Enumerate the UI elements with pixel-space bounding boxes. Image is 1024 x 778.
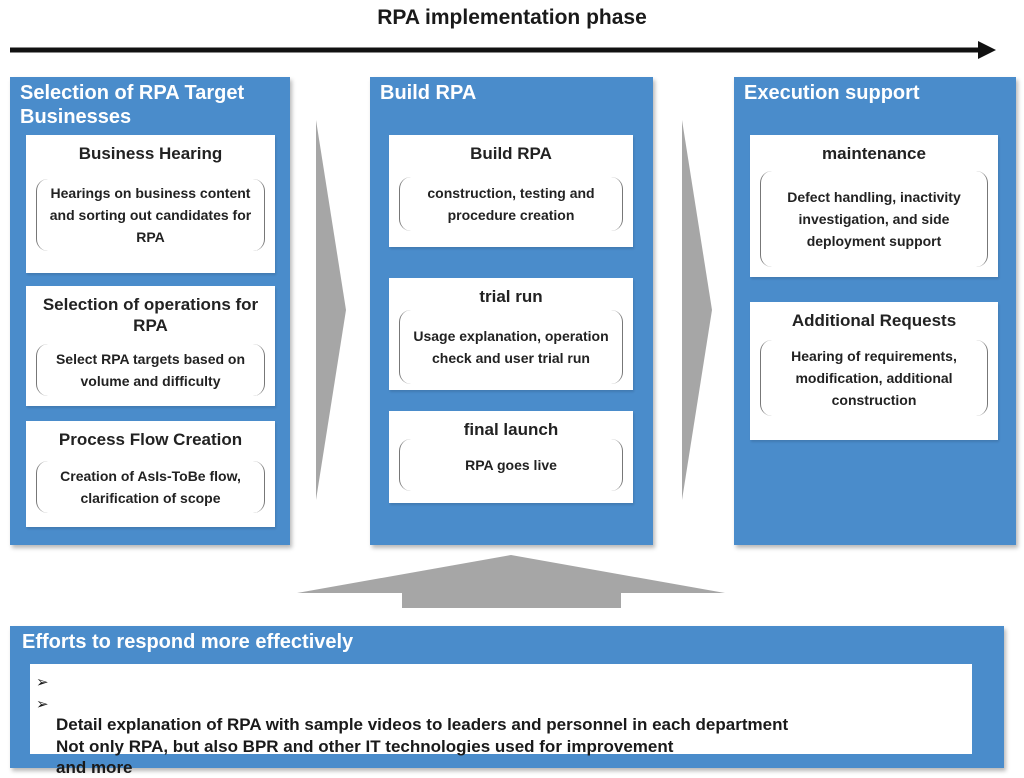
page-title: RPA implementation phase bbox=[377, 6, 647, 29]
phase-panel-selection: Selection of RPA Target Businesses Busin… bbox=[10, 77, 290, 545]
arrow-bullet-icon: ➢ bbox=[36, 696, 49, 713]
efforts-list: ➢ Detail explanation of RPA with sample … bbox=[30, 664, 972, 777]
card-body: construction, testing and procedure crea… bbox=[399, 177, 623, 231]
card-title: maintenance bbox=[822, 144, 926, 163]
card-title: Selection of operations for RPA bbox=[42, 295, 259, 335]
card-title: Additional Requests bbox=[791, 311, 957, 330]
phase-title: Build RPA bbox=[380, 82, 477, 104]
card-body: Hearing of requirements, modification, a… bbox=[760, 340, 988, 416]
card-title: Build RPA bbox=[470, 144, 552, 163]
card-body: Usage explanation, operation check and u… bbox=[399, 310, 623, 384]
card-selection-of-operations: Selection of operations for RPA Select R… bbox=[26, 286, 275, 406]
card-trial-run: trial run Usage explanation, operation c… bbox=[389, 278, 633, 390]
up-arrow bbox=[297, 555, 725, 608]
phase-panel-execution: Execution support maintenance Defect han… bbox=[734, 77, 1016, 545]
card-build-rpa: Build RPA construction, testing and proc… bbox=[389, 135, 633, 247]
phase-arrow-1 bbox=[316, 120, 346, 500]
card-body: Select RPA targets based on volume and d… bbox=[36, 344, 265, 396]
efforts-title: Efforts to respond more effectively bbox=[22, 631, 354, 653]
timeline-arrow bbox=[10, 41, 996, 59]
card-business-hearing: Business Hearing Hearings on business co… bbox=[26, 135, 275, 273]
phase-title: Selection of RPA Target Businesses bbox=[20, 82, 245, 128]
card-process-flow-creation: Process Flow Creation Creation of AsIs-T… bbox=[26, 421, 275, 527]
card-title: Process Flow Creation bbox=[58, 430, 243, 449]
phase-panel-build: Build RPA Build RPA construction, testin… bbox=[370, 77, 653, 545]
phase-title: Execution support bbox=[744, 82, 920, 104]
card-title: trial run bbox=[479, 287, 543, 306]
card-final-launch: final launch RPA goes live bbox=[389, 411, 633, 503]
card-body: RPA goes live bbox=[399, 439, 623, 491]
list-item: ➢ Detail explanation of RPA with sample … bbox=[36, 672, 956, 735]
arrow-bullet-icon: ➢ bbox=[36, 674, 49, 691]
card-body: Hearings on business content and sorting… bbox=[36, 179, 265, 251]
card-title: final launch bbox=[463, 420, 559, 439]
card-maintenance: maintenance Defect handling, inactivity … bbox=[750, 135, 998, 277]
phase-arrow-2 bbox=[682, 120, 712, 500]
effort-text: Detail explanation of RPA with sample vi… bbox=[56, 715, 789, 734]
card-body: Defect handling, inactivity investigatio… bbox=[760, 171, 988, 267]
list-item: ➢ Not only RPA, but also BPR and other I… bbox=[36, 694, 956, 778]
effort-text: Not only RPA, but also BPR and other IT … bbox=[56, 737, 674, 777]
card-additional-requests: Additional Requests Hearing of requireme… bbox=[750, 302, 998, 440]
card-body: Creation of AsIs-ToBe flow, clarificatio… bbox=[36, 461, 265, 513]
efforts-panel: Efforts to respond more effectively ➢ De… bbox=[10, 626, 1004, 777]
card-title: Business Hearing bbox=[78, 144, 223, 163]
